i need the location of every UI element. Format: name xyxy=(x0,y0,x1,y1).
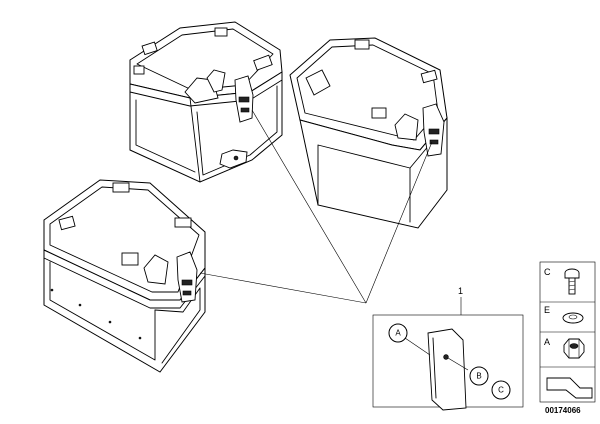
right-side-case-illustration xyxy=(289,37,448,229)
nut-icon xyxy=(563,338,585,359)
legend-row-nut: A xyxy=(544,337,585,359)
hardware-legend: C E A xyxy=(539,261,596,403)
legend-row-washer: E xyxy=(544,305,584,324)
detail-panel: 1 A B C xyxy=(372,286,524,411)
callout-c: C xyxy=(491,380,511,400)
part-number-label: 1 xyxy=(458,286,463,296)
svg-text:A: A xyxy=(544,337,550,347)
rubber-pad-part xyxy=(427,328,467,411)
svg-text:A: A xyxy=(395,329,401,338)
leader-lines xyxy=(199,109,433,304)
washer-icon xyxy=(562,312,584,324)
svg-text:B: B xyxy=(476,372,481,381)
screw-icon xyxy=(564,268,580,295)
top-case-illustration xyxy=(129,21,283,183)
callout-a: A xyxy=(388,323,408,343)
legend-row-screw: C xyxy=(544,267,580,295)
bracket-icon xyxy=(546,377,593,399)
left-side-case-illustration xyxy=(43,179,206,373)
reference-number: 00174066 xyxy=(545,406,581,415)
svg-text:C: C xyxy=(544,267,551,277)
callout-b: B xyxy=(469,366,489,386)
svg-text:E: E xyxy=(544,305,550,315)
svg-text:C: C xyxy=(498,386,504,395)
